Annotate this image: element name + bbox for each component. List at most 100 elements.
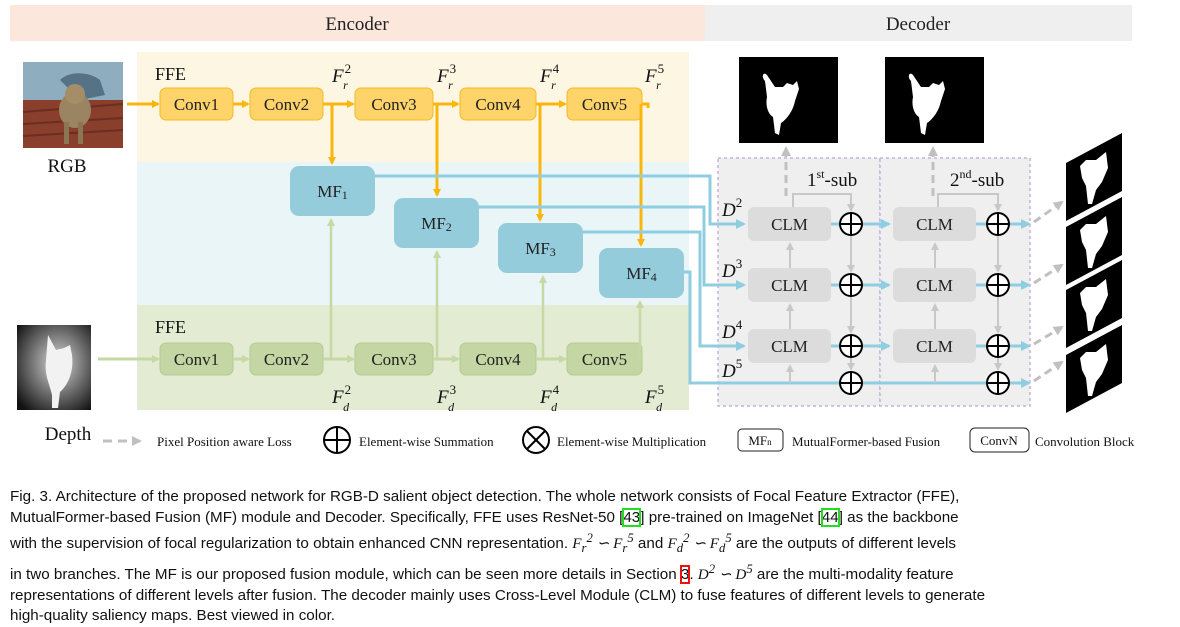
caption-line-5: representations of different levels afte… xyxy=(10,586,986,604)
rgb-input-image xyxy=(22,62,124,148)
rgb-conv5-label: Conv5 xyxy=(582,95,627,114)
decoder-sub1-clm-3 xyxy=(748,329,831,363)
caption-and: and xyxy=(637,535,664,553)
side-output-loss-arrow-4 xyxy=(1033,360,1064,383)
rgb-conv3-label: Conv3 xyxy=(371,95,416,114)
section-link-3[interactable]: 3 xyxy=(679,564,691,584)
decoder-sub1-feedback-arrow xyxy=(792,193,855,212)
saliency-map-sub2 xyxy=(885,57,984,143)
decoder-sub1-clm-1 xyxy=(748,207,831,241)
rgb-label: RGB xyxy=(47,156,86,177)
side-output-map-1 xyxy=(1066,133,1122,221)
mf4-to-decoder-line xyxy=(684,270,986,385)
caption-line-3b: are the outputs of different levels xyxy=(731,535,957,553)
caption-math-fd: Fd2 ∽ Fd5 xyxy=(667,531,732,556)
legend: Pixel Position aware Loss Element-wise S… xyxy=(103,426,1135,454)
decoder-sub2-clm-2 xyxy=(893,268,976,302)
depth-conv3-label: Conv3 xyxy=(371,350,416,369)
rgb-ffe-title: FFE xyxy=(155,64,186,84)
decoder-sub2-clm-2-label: CLM xyxy=(916,276,953,295)
legend-conv-box xyxy=(969,427,1030,453)
mf1-block xyxy=(290,166,375,216)
depth-conv1-label: Conv1 xyxy=(174,350,219,369)
legend-conv-label: Convolution Block xyxy=(1035,434,1135,449)
encoder-label: Encoder xyxy=(325,14,389,35)
citation-link-43[interactable]: 43 xyxy=(622,507,642,527)
decoder-sub2-clm-1-label: CLM xyxy=(916,215,953,234)
encoder-band xyxy=(10,5,705,41)
depth-input-image xyxy=(17,325,91,410)
sum-icon-sub1-row1 xyxy=(839,212,863,236)
legend-sum-label: Element-wise Summation xyxy=(359,434,494,449)
rgb-conv1-label: Conv1 xyxy=(174,95,219,114)
mf4-block xyxy=(599,248,684,298)
caption-line-2b: ] pre-trained on ImageNet [ xyxy=(640,508,822,526)
sum-icon-sub2-row2 xyxy=(986,273,1010,297)
mf1-to-decoder-line xyxy=(375,174,746,229)
legend-mf-label: MutualFormer-based Fusion xyxy=(792,434,941,449)
depth-conv4-label: Conv4 xyxy=(475,350,521,369)
sum-icon-sub2-row4 xyxy=(986,371,1010,395)
mf3-label: MF3 xyxy=(525,239,556,259)
caption-line-4a: in two branches. The MF is our proposed … xyxy=(10,565,681,583)
legend-loss-label: Pixel Position aware Loss xyxy=(157,434,292,449)
decoder-band xyxy=(705,5,1132,41)
legend-sum-icon xyxy=(323,426,351,454)
legend-mul-label: Element-wise Multiplication xyxy=(557,434,707,449)
sum-icon-sub2-row1 xyxy=(986,212,1010,236)
decoder-label: Decoder xyxy=(886,14,951,35)
sum-icon-sub1-row2 xyxy=(839,273,863,297)
figure-caption: Fig. 3. Architecture of the proposed net… xyxy=(10,487,1170,627)
decoder-sub1-label: 1st-sub xyxy=(807,167,857,191)
mf2-label: MF2 xyxy=(421,214,452,234)
caption-line-4c: are the multi-modality feature xyxy=(752,565,954,583)
side-output-map-3 xyxy=(1066,260,1122,348)
sum-icon-sub2-row3 xyxy=(986,334,1010,358)
rgb-conv4-label: Conv4 xyxy=(475,95,521,114)
legend-mul-icon xyxy=(522,426,550,454)
side-output-loss-arrow-3 xyxy=(1033,325,1064,346)
decoder-input-D2: D2 xyxy=(721,195,742,221)
depth-conv2-label: Conv2 xyxy=(264,350,309,369)
decoder-sub1-clm-2-label: CLM xyxy=(771,276,808,295)
depth-ffe-title: FFE xyxy=(155,317,186,337)
depth-label: Depth xyxy=(45,424,92,445)
decoder-sub2-feedback-arrow xyxy=(937,193,1002,212)
legend-mf-box-label: MFn xyxy=(748,433,772,448)
side-output-loss-arrow-1 xyxy=(1033,200,1064,224)
sum-icon-sub1-row3 xyxy=(839,334,863,358)
mf3-block xyxy=(498,223,583,273)
mf2-to-decoder-line xyxy=(479,205,746,290)
side-output-map-4 xyxy=(1066,325,1122,413)
mf3-to-decoder-line xyxy=(583,230,746,351)
decoder-sub1-clm-1-label: CLM xyxy=(771,215,808,234)
caption-line-4b: . xyxy=(689,565,698,583)
mf4-label: MF4 xyxy=(626,264,657,284)
decoder-input-D3: D3 xyxy=(721,256,742,282)
sum-icon-sub1-row4 xyxy=(839,371,863,395)
citation-link-44[interactable]: 44 xyxy=(820,507,840,527)
legend-mf-box xyxy=(737,428,784,452)
decoder-sub2-clm-1 xyxy=(893,207,976,241)
decoder-sub2-label: 2nd-sub xyxy=(950,167,1004,191)
legend-conv-box-label: ConvN xyxy=(980,433,1018,448)
caption-math-fr: Fr2 ∽ Fr5 xyxy=(572,531,634,556)
mf1-label: MF1 xyxy=(317,182,348,202)
side-output-loss-arrow-2 xyxy=(1033,263,1064,285)
depth-conv5-block xyxy=(566,342,643,376)
decoder-sub1-clm-3-label: CLM xyxy=(771,337,808,356)
decoder-input-D5: D5 xyxy=(721,356,742,382)
decoder-sub2-clm-3 xyxy=(893,329,976,363)
rgb-conv2-label: Conv2 xyxy=(264,95,309,114)
decoder-sub1-clm-2 xyxy=(748,268,831,302)
caption-line-3a: with the supervision of focal regulariza… xyxy=(10,535,573,553)
depth-conv5-label: Conv5 xyxy=(582,350,627,369)
caption-math-d: D2 ∽ D5 xyxy=(697,561,753,583)
